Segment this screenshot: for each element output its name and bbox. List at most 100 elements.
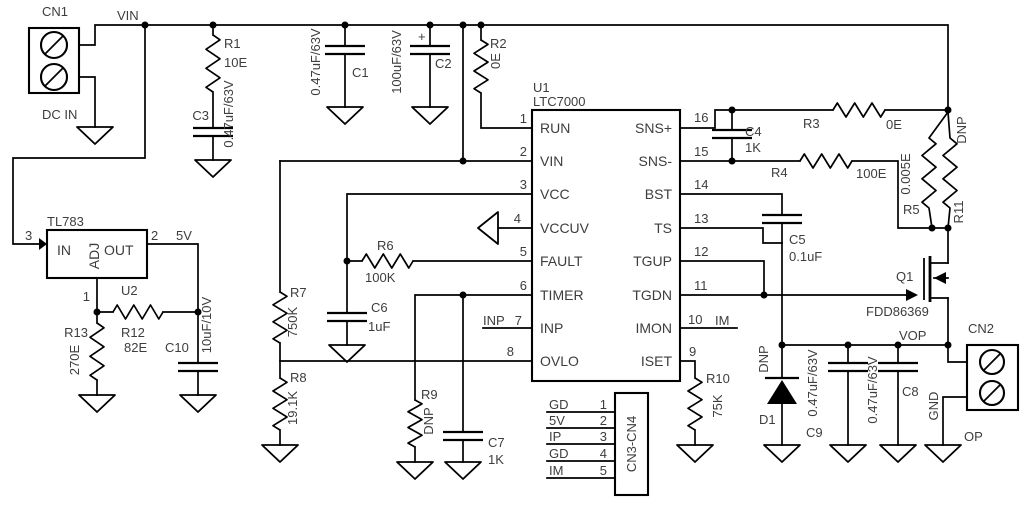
q1-part: FDD86369	[866, 304, 929, 319]
cn34-pin-num: 2	[600, 413, 607, 428]
u1-pin-num: 15	[694, 144, 708, 159]
resistor-r13-body	[89, 322, 105, 381]
c6-value: 1uF	[368, 319, 390, 334]
u1-pin-name: VCC	[540, 186, 570, 202]
u2-regulator-box	[45, 228, 149, 280]
u1-pin-num: 14	[694, 177, 708, 192]
u2-input-arrow-icon	[39, 238, 47, 250]
resistor-r8-body	[272, 377, 288, 431]
u1-pin-name: ISET	[641, 353, 673, 369]
r7-ref: R7	[290, 285, 307, 300]
r11-value: DNP	[954, 116, 969, 143]
cn34-ref: CN3-CN4	[624, 416, 639, 472]
net-label-im: IM	[715, 313, 729, 328]
u1-pin-num: 12	[694, 244, 708, 259]
resistor-r12-body	[112, 304, 164, 320]
u2-ref: U2	[121, 283, 138, 298]
cn34-pin-num: 1	[600, 397, 607, 412]
r10-value: 75K	[710, 394, 725, 417]
screw-terminal-icon	[39, 30, 69, 60]
resistor-r3-body	[832, 102, 886, 118]
u1-pin-name: TIMER	[540, 287, 584, 303]
connector-cn2	[965, 343, 1020, 412]
c4-value: 1K	[745, 140, 761, 155]
r12-value: 82E	[124, 340, 147, 355]
resistor-r10-body	[687, 377, 703, 431]
cn34-pin-name: GD	[549, 446, 569, 461]
cn34-pin-name: IP	[549, 429, 561, 444]
cn1-label: DC IN	[42, 107, 77, 122]
c7-ref: C7	[488, 435, 505, 450]
cn2-ref: CN2	[968, 321, 994, 336]
c3-ref: C3	[192, 108, 209, 123]
capacitor-c3-body	[193, 126, 233, 138]
r6-value: 100K	[365, 270, 396, 285]
capacitor-plates	[178, 44, 918, 442]
c5-value: 0.1uF	[789, 249, 822, 264]
u2-pin-num: 2	[151, 228, 158, 243]
u1-pin-num: 6	[520, 278, 527, 293]
net-label-inp: INP	[483, 313, 505, 328]
u1-pin-name: VIN	[540, 153, 563, 169]
u1-pin-name: INP	[540, 320, 563, 336]
u1-pin-name: TS	[654, 220, 672, 236]
c3-value: 0.47uF/63V	[221, 80, 236, 148]
c1-value: 0.47uF/63V	[308, 28, 323, 96]
net-label-op: OP	[964, 429, 983, 444]
q1-ref: Q1	[896, 269, 913, 284]
u1-pin-name: SNS-	[639, 153, 673, 169]
c8-ref: C8	[902, 384, 919, 399]
u2-pin-in: IN	[57, 242, 71, 258]
u2-pin-num: 3	[25, 228, 32, 243]
connector-cn34	[613, 391, 650, 497]
cn34-pin-num: 3	[600, 429, 607, 444]
c10-value: 10uF/10V	[199, 296, 214, 353]
u1-ic-box	[530, 108, 682, 383]
u1-pin-name: VCCUV	[540, 220, 590, 236]
junction-dots	[93, 21, 952, 349]
body-arrow-icon	[934, 272, 946, 284]
d1-ref: D1	[759, 412, 776, 427]
r2-value: 0E	[488, 53, 503, 69]
u1-pin-num: 10	[688, 312, 702, 327]
u1-pin-num: 8	[507, 344, 514, 359]
resistor-r9-body	[407, 399, 423, 448]
r6-ref: R6	[377, 238, 394, 253]
r8-ref: R8	[290, 370, 307, 385]
net-label-vop: VOP	[899, 328, 926, 343]
diode-d1	[765, 376, 799, 404]
u1-pin-num: 16	[694, 110, 708, 125]
resistor-r7-body	[272, 291, 288, 344]
u1-pin-num: 13	[694, 211, 708, 226]
u1-part: LTC7000	[533, 94, 586, 109]
u1-pin-name: RUN	[540, 120, 570, 136]
screw-terminal-icon	[978, 348, 1006, 376]
c1-ref: C1	[352, 65, 369, 80]
resistor-r1-body	[205, 34, 221, 93]
capacitor-c1-body	[325, 44, 365, 56]
resistor-bodies	[89, 34, 958, 448]
u2-pin-out: OUT	[104, 242, 134, 258]
u2-part: TL783	[47, 214, 84, 229]
capacitor-c10-body	[178, 361, 218, 373]
u1-pin-num: 11	[694, 278, 708, 293]
u1-pin-name: BST	[645, 186, 673, 202]
r12-ref: R12	[121, 325, 145, 340]
u2-pin-adj: ADJ	[86, 243, 102, 269]
u1-pin-name: IMON	[635, 320, 672, 336]
capacitor-c6-body	[327, 311, 367, 323]
resistor-r2-body	[473, 39, 489, 94]
u1-pin-num: 9	[689, 344, 696, 359]
resistor-r6-body	[361, 253, 414, 269]
r13-value: 270E	[67, 344, 82, 375]
u1-pin-name: TGDN	[632, 287, 672, 303]
r11-ref: R11	[951, 201, 966, 224]
connector-cn1	[27, 26, 81, 95]
capacitor-c4-body	[712, 128, 752, 140]
u1-pin-name: FAULT	[540, 253, 583, 269]
u1-pin-num: 7	[515, 313, 522, 328]
r4-value: 100E	[856, 166, 887, 181]
r7-value: 750K	[285, 306, 300, 337]
